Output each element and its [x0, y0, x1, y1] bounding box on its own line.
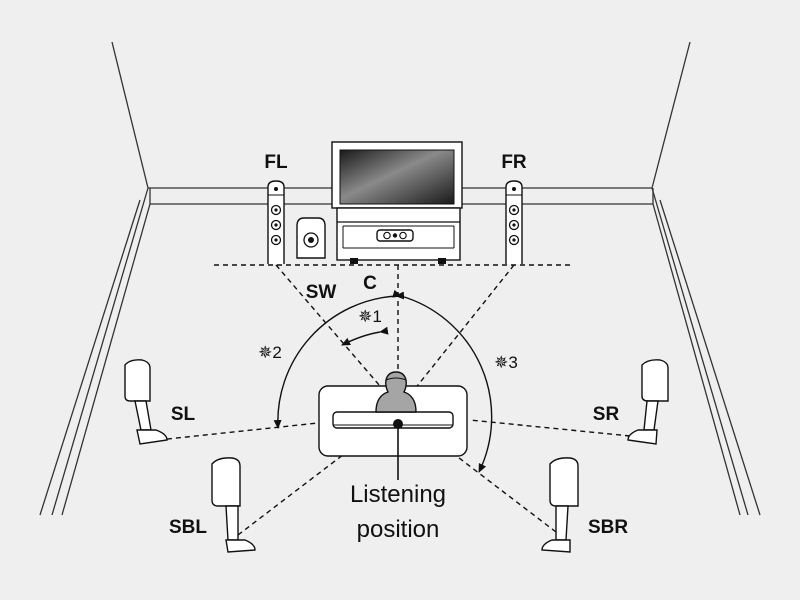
sbr-label: SBR [588, 517, 628, 538]
sbl-label: SBL [169, 517, 207, 538]
subwoofer [296, 217, 326, 259]
center-label: C [363, 273, 377, 294]
listening-position-marker [393, 419, 403, 480]
fr-label: FR [501, 152, 527, 173]
tv-set [331, 141, 463, 219]
sofa [318, 385, 468, 457]
sr-speaker [627, 359, 669, 445]
sr-label: SR [593, 404, 620, 425]
fr-speaker [505, 180, 523, 264]
angle-arcs [273, 289, 493, 473]
listening-label-line2: position [357, 516, 440, 543]
sl-speaker [124, 359, 168, 445]
angle-note-2: ✵2 [258, 343, 282, 362]
subwoofer-label: SW [306, 282, 337, 303]
listening-label-line1: Listening [350, 481, 446, 508]
fl-speaker [267, 180, 285, 264]
listener-figure [375, 371, 417, 413]
sbl-speaker [211, 457, 256, 553]
sbr-speaker [541, 457, 579, 553]
angle-note-3: ✵3 [494, 353, 518, 372]
sl-label: SL [171, 404, 196, 425]
angle-note-1: ✵1 [358, 307, 382, 326]
center-speaker [376, 229, 414, 242]
fl-label: FL [264, 152, 288, 173]
